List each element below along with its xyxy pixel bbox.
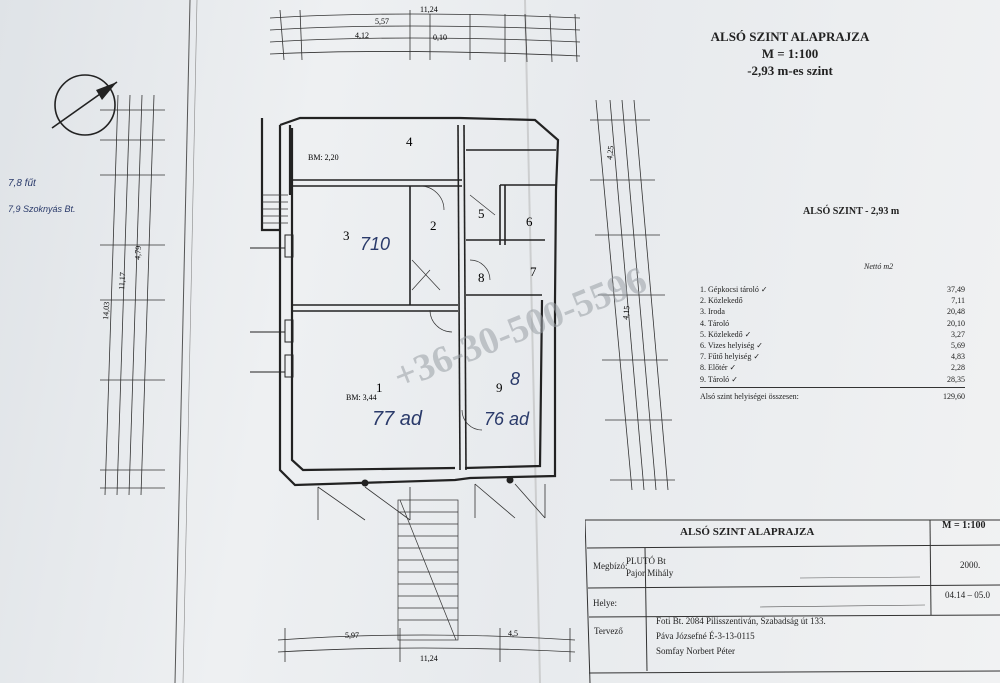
table-row: 6. Vizes helyiség ✓5,69 bbox=[700, 340, 965, 350]
room-label-1: 1 bbox=[376, 380, 383, 395]
column-marker bbox=[361, 479, 369, 487]
top-dimension-lines bbox=[269, 13, 581, 57]
designer-label: Tervező bbox=[594, 626, 623, 636]
garage-height-label: BM: 3,44 bbox=[346, 393, 377, 402]
dim-left-total: 14,03 bbox=[101, 302, 111, 321]
dim-right-b: 4,15 bbox=[621, 305, 631, 320]
designer-line-3: Somfay Norbert Péter bbox=[656, 646, 735, 656]
bottom-dimension-lines bbox=[277, 628, 576, 662]
title-block-scale: M = 1:100 bbox=[942, 520, 986, 531]
table-row: 5. Közlekedő ✓3,27 bbox=[700, 329, 965, 339]
table-row: 8. Előtér ✓2,28 bbox=[700, 363, 965, 373]
area-column-header: Nettó m2 bbox=[864, 262, 894, 271]
title-level: -2,93 m-es szint bbox=[747, 63, 833, 78]
left-dimension-lines bbox=[100, 94, 165, 496]
dim-top-b: 4,12 bbox=[355, 31, 369, 40]
dim-left-b: 4,79 bbox=[133, 246, 143, 261]
title-block-year: 2000. bbox=[960, 560, 981, 570]
hand-room3-note: 710 bbox=[360, 234, 390, 254]
room-label-3: 3 bbox=[343, 228, 350, 243]
room-label-4: 4 bbox=[406, 134, 413, 149]
hand-room9-num: 8 bbox=[510, 369, 520, 389]
room-label-2: 2 bbox=[430, 218, 437, 233]
margin-line bbox=[182, 0, 198, 683]
area-total-row: Alsó szint helyiségei összesen:129,60 bbox=[700, 386, 965, 403]
room-label-8: 8 bbox=[478, 270, 485, 285]
room-label-5: 5 bbox=[478, 206, 485, 221]
area-section-heading: ALSÓ SZINT - 2,93 m bbox=[803, 206, 900, 217]
right-dimension-lines bbox=[590, 99, 675, 491]
title-block-heading: ALSÓ SZINT ALAPRAJZA bbox=[680, 526, 815, 538]
table-row: 9. Tároló ✓28,35 bbox=[700, 374, 965, 384]
hand-note-1: 7,8 fűt bbox=[8, 178, 36, 189]
hand-room9-note: 76 ad bbox=[484, 409, 530, 429]
dim-top-total: 11,24 bbox=[420, 5, 438, 14]
hand-note-2: 7,9 Szoknyás Bt. bbox=[8, 204, 76, 214]
exterior-walls bbox=[260, 116, 560, 487]
client-line-1: PLUTÓ Bt bbox=[626, 556, 666, 566]
title-line-1: ALSÓ SZINT ALAPRAJZA bbox=[710, 29, 870, 44]
hand-room1-note: 77 ad bbox=[372, 408, 423, 430]
dim-top-c: 0,10 bbox=[433, 33, 447, 42]
dim-bottom-total: 11,24 bbox=[420, 654, 438, 663]
dim-top-a: 5,57 bbox=[375, 17, 389, 26]
title-block-frame bbox=[585, 519, 1000, 683]
room-label-7: 7 bbox=[530, 264, 537, 279]
designer-line-1: Foti Bt. 2084 Pilisszentiván, Szabadság … bbox=[656, 616, 826, 626]
title-scale: M = 1:100 bbox=[761, 46, 819, 61]
phone-watermark: +36-30-500-5596 bbox=[388, 259, 653, 399]
garage-doors bbox=[317, 483, 546, 521]
side-stair bbox=[262, 194, 288, 224]
dim-bottom-a: 5,97 bbox=[345, 631, 359, 640]
drawing-title: ALSÓ SZINT ALAPRAJZA M = 1:100 -2,93 m-e… bbox=[690, 28, 890, 79]
ceiling-label: BM: 2,20 bbox=[308, 153, 339, 162]
margin-line bbox=[174, 0, 191, 683]
table-row: 1. Gépkocsi tároló ✓37,49 bbox=[700, 285, 965, 294]
client-line-2: Pajor Mihály bbox=[626, 568, 674, 578]
column-marker bbox=[506, 476, 514, 484]
dim-bottom-b: 4,5 bbox=[508, 629, 518, 638]
front-stairs bbox=[397, 499, 459, 641]
location-label: Helye: bbox=[593, 598, 617, 608]
dim-right-a: 4,25 bbox=[605, 145, 615, 160]
door-swings bbox=[411, 185, 496, 431]
north-arrow-icon bbox=[51, 74, 118, 136]
paper-fold bbox=[524, 0, 541, 683]
client-label: Megbízó: bbox=[593, 561, 628, 571]
designer-line-2: Páva Józsefné É-3-13-0115 bbox=[656, 631, 755, 641]
room-label-6: 6 bbox=[526, 214, 533, 229]
left-windows bbox=[250, 234, 294, 378]
dim-left-a: 11,17 bbox=[117, 272, 127, 290]
top-dimension-ticks bbox=[279, 9, 578, 63]
title-block-dates: 04.14 – 05.0 bbox=[945, 590, 990, 600]
room-label-9: 9 bbox=[496, 380, 503, 395]
interior-walls bbox=[292, 124, 556, 471]
table-row: 7. Fűtő helyiség ✓4,83 bbox=[700, 352, 965, 362]
